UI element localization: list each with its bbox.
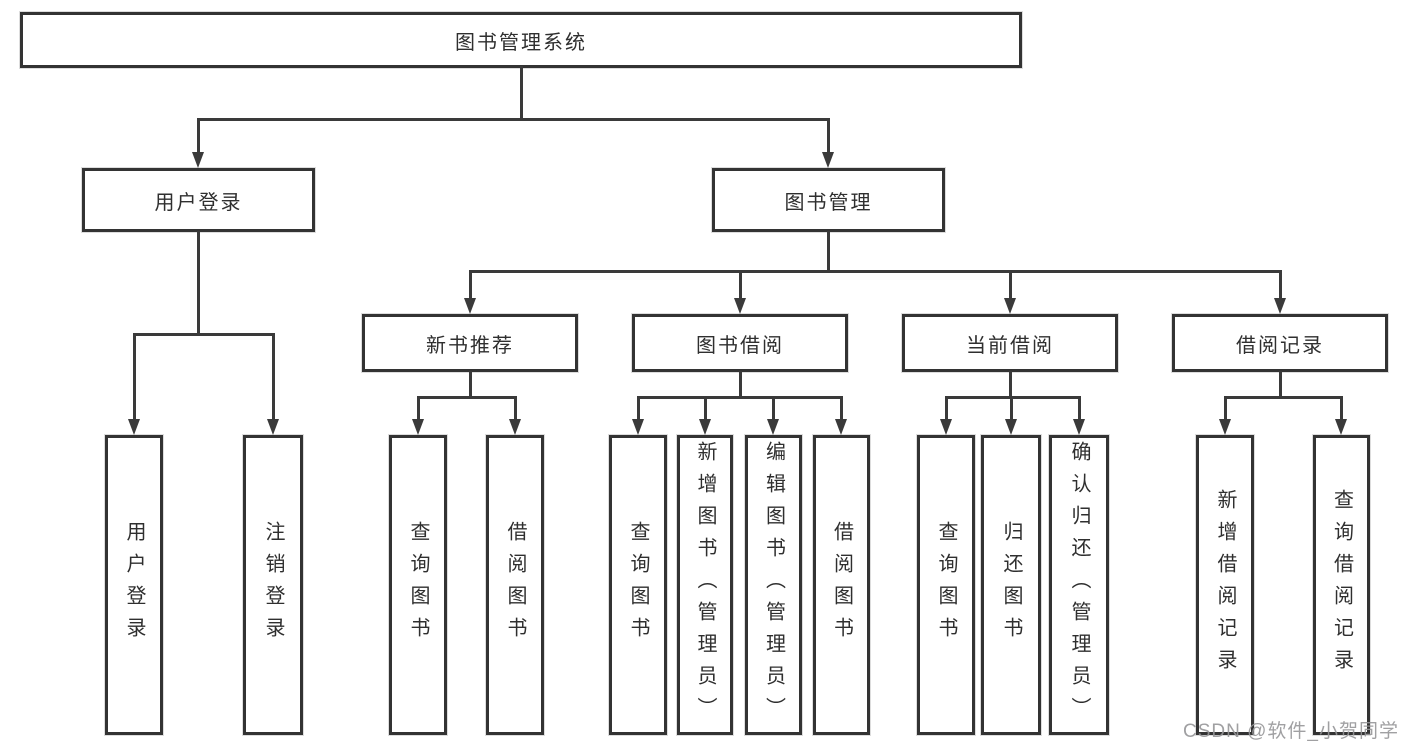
connector-borrow-stem: [738, 371, 742, 399]
node-new-book-recommend-label: 新书推荐: [426, 334, 514, 357]
node-root: 图书管理系统: [20, 12, 1022, 68]
arrowhead-user-login: [192, 152, 204, 168]
connector-current-drop-3: [1077, 396, 1081, 421]
connector-root-drop-right: [826, 117, 830, 154]
connector-records-stem: [1278, 371, 1282, 399]
connector-current-bar: [944, 396, 1081, 399]
leaf-return-books-label: 归还图书: [1000, 521, 1022, 649]
leaf-query-borrow-record: 查询借阅记录: [1313, 435, 1370, 735]
leaf-borrow-query-books-label: 查询图书: [627, 521, 649, 649]
arrowhead-borrow-records: [1273, 298, 1286, 314]
leaf-current-query-books: 查询图书: [917, 435, 975, 735]
node-root-label: 图书管理系统: [455, 31, 587, 54]
connector-records-drop-2: [1340, 396, 1343, 421]
node-book-management-label: 图书管理: [784, 191, 873, 214]
leaf-add-books-admin-label: 新增图书（管理员）: [694, 441, 716, 729]
leaf-rec-query-books-label: 查询图书: [407, 521, 429, 649]
leaf-user-login: 用户登录: [105, 435, 163, 735]
arrowhead-leaf-logout: [266, 419, 279, 435]
arrowhead-current-query-books: [939, 419, 952, 435]
node-book-management: 图书管理: [712, 168, 945, 232]
connector-borrow-drop-1: [636, 396, 640, 421]
leaf-rec-borrow-books-label: 借阅图书: [504, 521, 526, 649]
leaf-user-login-label: 用户登录: [123, 521, 145, 649]
leaf-current-query-books-label: 查询图书: [935, 521, 957, 649]
node-borrow-records: 借阅记录: [1172, 314, 1388, 372]
arrowhead-rec-borrow-books: [508, 419, 521, 435]
connector-rec-drop-2: [513, 396, 517, 421]
arrowhead-return-books: [1004, 419, 1017, 435]
connector-borrow-drop-4: [840, 396, 843, 421]
node-book-borrow-label: 图书借阅: [696, 334, 784, 357]
arrowhead-add-books-admin: [698, 419, 711, 435]
arrowhead-rec-query-books: [411, 419, 424, 435]
connector-bookmgmt-drop-3: [1008, 269, 1012, 300]
leaf-borrow-query-books: 查询图书: [609, 435, 667, 735]
connector-bookmgmt-stem: [826, 231, 830, 272]
connector-borrow-bar: [636, 396, 843, 399]
node-user-login: 用户登录: [82, 168, 315, 232]
leaf-edit-books-admin-label: 编辑图书（管理员）: [762, 441, 785, 729]
arrowhead-new-book-recommend: [463, 298, 476, 314]
connector-current-stem: [1008, 371, 1012, 399]
arrowhead-confirm-return-admin: [1072, 419, 1085, 435]
connector-userlogin-stem: [197, 231, 200, 335]
arrowhead-query-borrow-record: [1335, 419, 1347, 435]
connector-current-drop-1: [944, 396, 948, 421]
leaf-borrow-books-label: 借阅图书: [830, 521, 853, 649]
leaf-logout-label: 注销登录: [262, 521, 284, 649]
arrowhead-borrow-query-books: [631, 419, 644, 435]
leaf-borrow-books: 借阅图书: [813, 435, 870, 735]
node-user-login-label: 用户登录: [154, 191, 243, 214]
arrowhead-current-borrow: [1003, 298, 1016, 314]
leaf-logout: 注销登录: [243, 435, 303, 735]
leaf-add-borrow-record-label: 新增借阅记录: [1214, 489, 1236, 681]
leaf-add-borrow-record: 新增借阅记录: [1196, 435, 1254, 735]
connector-current-drop-2: [1009, 396, 1013, 421]
connector-borrow-drop-2: [703, 396, 707, 421]
node-current-borrow: 当前借阅: [902, 314, 1118, 372]
connector-bookmgmt-bar: [468, 269, 1282, 273]
connector-borrow-drop-3: [772, 396, 775, 421]
arrowhead-leaf-user-login: [127, 419, 140, 435]
node-current-borrow-label: 当前借阅: [966, 334, 1054, 357]
node-new-book-recommend: 新书推荐: [362, 314, 578, 372]
connector-root-drop-left: [197, 117, 200, 154]
connector-rec-stem: [468, 371, 472, 399]
leaf-edit-books-admin: 编辑图书（管理员）: [745, 435, 802, 735]
connector-rec-drop-1: [416, 396, 420, 421]
arrowhead-book-borrow: [733, 298, 746, 314]
arrowhead-book-management: [821, 152, 834, 168]
leaf-rec-query-books: 查询图书: [389, 435, 447, 735]
connector-bookmgmt-drop-4: [1278, 269, 1282, 300]
arrowhead-add-borrow-record: [1218, 419, 1231, 435]
csdn-watermark: CSDN @软件_小贺同学: [1183, 721, 1399, 742]
leaf-add-books-admin: 新增图书（管理员）: [677, 435, 733, 735]
leaf-query-borrow-record-label: 查询借阅记录: [1330, 489, 1353, 681]
connector-records-bar: [1223, 396, 1343, 399]
connector-rec-bar: [416, 396, 517, 399]
node-borrow-records-label: 借阅记录: [1236, 334, 1324, 357]
leaf-confirm-return-admin: 确认归还（管理员）: [1049, 435, 1109, 735]
connector-root-stem: [519, 66, 523, 119]
leaf-rec-borrow-books: 借阅图书: [486, 435, 544, 735]
connector-bookmgmt-drop-2: [738, 269, 742, 300]
node-book-borrow: 图书借阅: [632, 314, 848, 372]
connector-records-drop-1: [1223, 396, 1227, 421]
connector-userlogin-drop-2: [271, 333, 275, 420]
leaf-confirm-return-admin-label: 确认归还（管理员）: [1068, 441, 1090, 729]
connector-userlogin-bar: [132, 333, 275, 336]
connector-root-bar: [197, 117, 830, 121]
arrowhead-borrow-books: [835, 419, 847, 435]
connector-bookmgmt-drop-1: [468, 269, 472, 300]
arrowhead-edit-books-admin: [767, 419, 779, 435]
leaf-return-books: 归还图书: [981, 435, 1041, 735]
connector-userlogin-drop-1: [132, 333, 136, 420]
